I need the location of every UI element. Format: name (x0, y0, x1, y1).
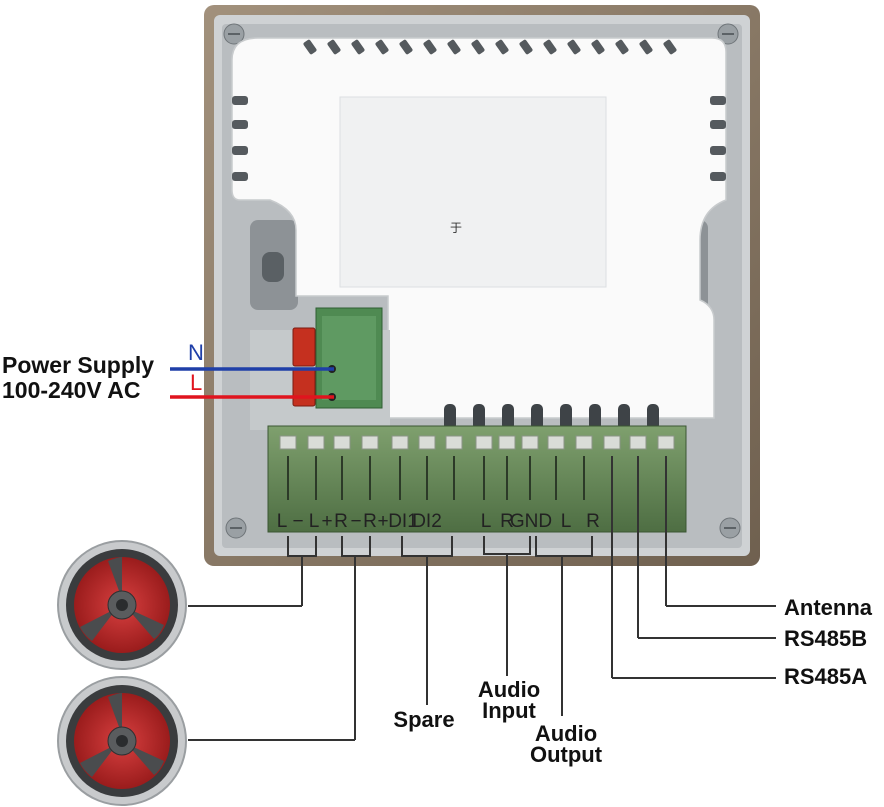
speaker-left (57, 540, 187, 670)
power-supply-label: Power Supply (2, 352, 154, 378)
vent-slot (710, 120, 726, 129)
vent-slot (519, 39, 533, 55)
top-vents (303, 39, 677, 55)
vent-slot (232, 96, 248, 105)
audio-output-label-line2: Output (530, 742, 603, 767)
vent-slot (232, 120, 248, 129)
terminal-label: L (277, 511, 288, 532)
comb-tooth (589, 404, 601, 430)
terminal-label: + (321, 511, 332, 532)
terminal-screw (547, 435, 565, 450)
terminal-screw (603, 435, 621, 450)
rs485b-label: RS485B (784, 626, 867, 651)
spare-label: Spare (393, 707, 454, 732)
comb-tooth (444, 404, 456, 430)
screw-icon (719, 517, 741, 539)
vent-slot (303, 39, 317, 55)
antenna-label: Antenna (784, 595, 873, 620)
power-supply-voltage: 100-240V AC (2, 377, 141, 403)
module-housing: 于 (231, 37, 727, 419)
terminal-screw (521, 435, 539, 450)
terminal-slots (279, 435, 675, 500)
screw-icon (717, 23, 739, 45)
terminal-screw (629, 435, 647, 450)
comb-tooth (618, 404, 630, 430)
vent-slot (615, 39, 629, 55)
corner-screws (223, 23, 741, 539)
terminal-label: DI1 (388, 511, 418, 532)
terminal-label: DI2 (412, 511, 442, 532)
terminal-label: R (363, 511, 377, 532)
terminal-label: L (561, 511, 572, 532)
terminal-label: R (334, 511, 348, 532)
vent-slot (327, 39, 341, 55)
wire-l-label: L (190, 370, 202, 395)
terminal-label: GND (510, 511, 552, 532)
vent-slot (663, 39, 677, 55)
terminal-screw (361, 435, 379, 450)
comb-tooth (502, 404, 514, 430)
terminal-screw (498, 435, 516, 450)
terminal-screw (307, 435, 325, 450)
vent-slot (710, 146, 726, 155)
vent-slot (639, 39, 653, 55)
comb-tooth (647, 404, 659, 430)
vent-slot (567, 39, 581, 55)
terminal-screw (445, 435, 463, 450)
power-wires: N L (170, 340, 334, 399)
terminal-label: − (350, 511, 361, 532)
vent-slot (447, 39, 461, 55)
comb-tooth (473, 404, 485, 430)
terminal-screw (657, 435, 675, 450)
terminal-screw (279, 435, 297, 450)
comb-teeth (444, 404, 659, 430)
wire-n-label: N (188, 340, 204, 365)
bracket-lines (188, 456, 776, 741)
vent-slot (710, 96, 726, 105)
terminal-screw (575, 435, 593, 450)
center-glyph: 于 (450, 221, 462, 235)
audio-input-label-line1: Audio (478, 677, 540, 702)
terminal-screw (475, 435, 493, 450)
vent-slot (399, 39, 413, 55)
terminal-label: L (481, 511, 492, 532)
vent-slot (471, 39, 485, 55)
comb-tooth (560, 404, 572, 430)
vent-slot (351, 39, 365, 55)
audio-input-label-line2: Input (482, 698, 536, 723)
vent-slot (375, 39, 389, 55)
screw-icon (223, 23, 245, 45)
screw-icon (225, 517, 247, 539)
speaker-right (57, 676, 187, 806)
terminal-label: + (377, 511, 388, 532)
terminal-label: L (309, 511, 320, 532)
terminal-screw (333, 435, 351, 450)
vent-slot (423, 39, 437, 55)
vent-slot (495, 39, 509, 55)
terminal-screw (391, 435, 409, 450)
rs485a-label: RS485A (784, 664, 867, 689)
terminal-label: R (586, 511, 600, 532)
vent-slot (591, 39, 605, 55)
vent-slot (232, 146, 248, 155)
vent-slot (710, 172, 726, 181)
side-vents (232, 96, 726, 181)
terminal-label: R (500, 511, 514, 532)
comb-tooth (531, 404, 543, 430)
audio-output-label-line1: Audio (535, 721, 597, 746)
terminal-screw (418, 435, 436, 450)
vent-slot (543, 39, 557, 55)
vent-slot (232, 172, 248, 181)
terminal-label: − (292, 511, 303, 532)
